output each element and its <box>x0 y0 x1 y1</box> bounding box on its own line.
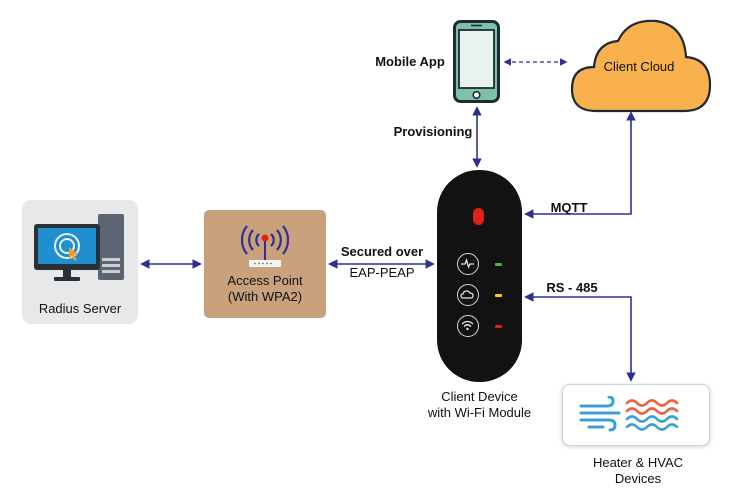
computer-icon <box>34 214 124 281</box>
client-cloud-label: Client Cloud <box>603 59 675 74</box>
client-device-label: Client Device <box>441 389 518 404</box>
wifi-icon <box>457 315 479 337</box>
mqtt-label: MQTT <box>550 200 588 215</box>
status-led-large <box>473 208 484 225</box>
hvac-node <box>562 384 710 446</box>
heat-waves-icon <box>625 399 679 431</box>
phone-icon <box>453 20 500 103</box>
eap-peap-label: EAP-PEAP <box>349 265 415 280</box>
client-cloud-node: Client Cloud <box>566 15 716 117</box>
device-hvac-link <box>524 292 636 382</box>
secured-label: Secured over <box>340 244 424 259</box>
hvac-sublabel: Devices <box>614 471 662 486</box>
access-point-sublabel: (With WPA2) <box>227 289 303 304</box>
mobile-app-label: Mobile App <box>375 54 445 69</box>
cloud-icon <box>570 19 712 113</box>
hvac-label: Heater & HVAC <box>592 455 684 470</box>
led-red <box>495 325 502 328</box>
cloud-small-icon <box>457 284 479 306</box>
cloud-device-link <box>524 111 636 219</box>
access-point-label: Access Point <box>227 273 303 288</box>
client-device-sublabel: with Wi-Fi Module <box>427 405 532 420</box>
led-yellow <box>495 294 502 297</box>
wind-icon <box>579 396 621 432</box>
client-device-node <box>437 170 522 382</box>
rs485-label: RS - 485 <box>546 280 598 295</box>
radius-server-label: Radius Server <box>38 301 122 316</box>
provisioning-label: Provisioning <box>393 124 473 139</box>
router-icon <box>240 225 290 267</box>
activity-icon <box>457 253 479 275</box>
led-green <box>495 263 502 266</box>
hvac-icons <box>579 396 679 432</box>
radius-server-node: Radius Server <box>22 200 138 324</box>
access-point-node: Access Point (With WPA2) <box>204 210 326 318</box>
